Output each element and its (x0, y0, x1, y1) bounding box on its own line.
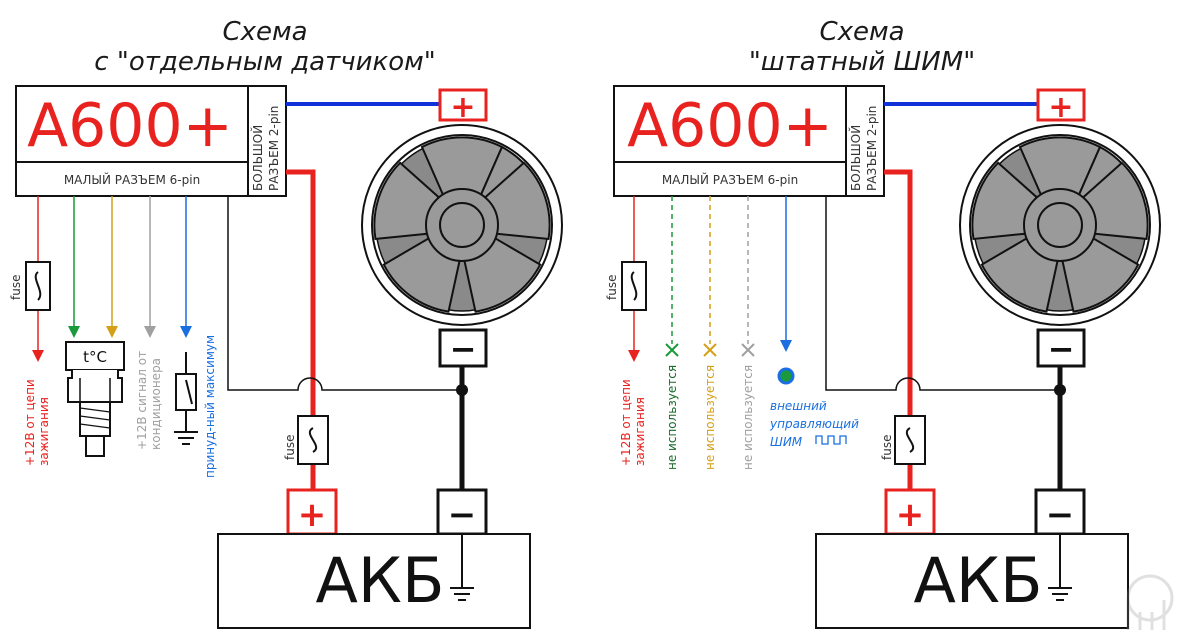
left-label-ac-1: +12В сигнал от (135, 351, 149, 450)
right-ignition-fuse-label: fuse (605, 275, 619, 300)
right-fan-minus-sign: − (1048, 330, 1075, 368)
right-scheme: Схема "штатный ШИМ" A600+ МАЛЫЙ РАЗЪЕМ 6… (605, 17, 1161, 629)
left-fan-icon (361, 124, 563, 326)
right-title-line1: Схема (819, 17, 904, 47)
left-battery-fuse-label: fuse (283, 435, 297, 460)
right-label-pwm-3: ШИМ (770, 435, 803, 449)
left-battery-box (217, 533, 531, 629)
right-label-ignition-1: +12В от цепи (619, 379, 633, 466)
right-unused-green-cross-icon (665, 343, 679, 357)
left-temperature-sensor-icon: t°C (65, 341, 125, 457)
right-big-connector-label-2: РАЗЪЕМ 2-pin (865, 106, 879, 191)
right-ground-wire (825, 196, 1060, 391)
left-sensor-label: t°C (83, 348, 107, 366)
right-pwm-waveform-icon (815, 435, 847, 445)
left-scheme: Схема с "отдельным датчиком" A600+ МАЛЫЙ… (9, 17, 563, 629)
left-fan-plus-terminal (438, 88, 488, 122)
right-fan-minus-terminal (1036, 328, 1086, 368)
right-ignition-fuse-symbol (630, 271, 638, 301)
left-fan-minus-terminal (438, 328, 488, 368)
left-label-forced: принуд-ный максимум (203, 335, 217, 478)
right-unused-gray-cross-icon (741, 343, 755, 357)
right-battery-plus-sign: + (896, 495, 925, 535)
left-battery-ground-symbol (450, 534, 474, 601)
left-battery-minus-terminal (436, 488, 488, 536)
right-fan-icon (959, 124, 1161, 326)
right-big-connector-label-1: БОЛЬШОЙ (848, 125, 863, 191)
left-battery-minus-sign: − (448, 495, 477, 535)
left-big-connector-label-1: БОЛЬШОЙ (250, 125, 265, 191)
right-pwm-dot-icon (777, 367, 795, 385)
right-unused-yellow-cross-icon (703, 343, 717, 357)
left-fan-minus-sign: − (450, 330, 477, 368)
left-controller-box: A600+ МАЛЫЙ РАЗЪЕМ 6-pin БОЛЬШОЙ РАЗЪЕМ … (15, 85, 287, 197)
left-forced-switch-icon (174, 352, 198, 445)
right-label-pwm-2: управляющий (769, 417, 859, 431)
left-label-ac-2: кондиционера (149, 358, 163, 450)
left-label-ignition-2: зажигания (37, 397, 51, 466)
left-ground-wire (227, 196, 462, 391)
right-battery-minus-sign: − (1046, 495, 1075, 535)
left-red-power-wire (286, 169, 316, 490)
left-label-ignition-1: +12В от цепи (23, 379, 37, 466)
right-battery-plus-terminal (884, 488, 936, 536)
right-red-power-wire (884, 169, 913, 490)
right-battery-box (815, 533, 1129, 629)
right-fan-plus-terminal (1036, 88, 1086, 122)
right-battery-minus-terminal (1034, 488, 1086, 536)
left-title-line2: с "отдельным датчиком" (94, 47, 435, 77)
left-small-connector-label: МАЛЫЙ РАЗЪЕМ 6-pin (64, 172, 200, 187)
right-label-ignition-2: зажигания (633, 397, 647, 466)
left-controller-label: A600+ (27, 91, 233, 161)
left-big-connector-label-2: РАЗЪЕМ 2-pin (267, 106, 281, 191)
right-battery-ground-symbol (1048, 534, 1072, 601)
left-ignition-fuse-label: fuse (9, 275, 23, 300)
right-label-unused-2: не используется (703, 365, 717, 470)
right-label-unused-3: не используется (741, 365, 755, 470)
right-controller-label: A600+ (627, 91, 833, 161)
left-ignition-fuse-symbol (34, 271, 42, 301)
right-controller-box: A600+ МАЛЫЙ РАЗЪЕМ 6-pin БОЛЬШОЙ РАЗЪЕМ … (613, 85, 885, 197)
left-fan-plus-sign: + (450, 90, 475, 125)
right-battery-label: АКБ (914, 544, 1043, 617)
left-title-line1: Схема (222, 17, 307, 47)
right-battery-fuse-symbol (905, 427, 915, 453)
left-battery-fuse-symbol (308, 427, 318, 453)
corner-logo-icon (1126, 574, 1174, 630)
left-battery-label: АКБ (316, 544, 445, 617)
right-battery-fuse-label: fuse (880, 435, 894, 460)
right-label-pwm-1: внешний (770, 399, 827, 413)
left-junction-dot (456, 384, 468, 396)
right-small-connector-label: МАЛЫЙ РАЗЪЕМ 6-pin (662, 172, 798, 187)
left-battery-plus-sign: + (298, 495, 327, 535)
right-title-line2: "штатный ШИМ" (749, 47, 975, 77)
right-label-unused-1: не используется (665, 365, 679, 470)
right-fan-plus-sign: + (1048, 90, 1073, 125)
right-junction-dot (1054, 384, 1066, 396)
